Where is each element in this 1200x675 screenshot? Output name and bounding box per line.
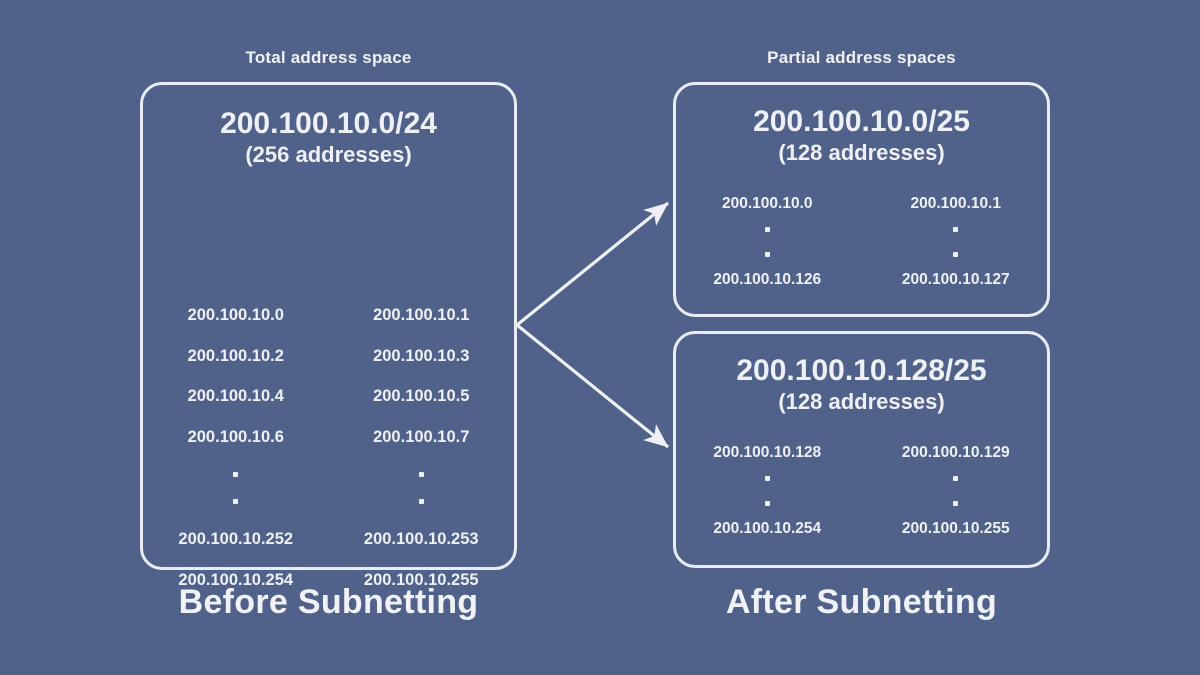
upper-address-count: (128 addresses) [778, 140, 945, 166]
ip-address: 200.100.10.255 [363, 570, 479, 589]
ip-address: 200.100.10.255 [901, 519, 1010, 537]
ip-address: 200.100.10.1 [373, 306, 470, 324]
arrow-to-upper-subnet [515, 201, 670, 327]
ip-address: 200.100.10.127 [901, 270, 1010, 288]
lower-subnet-box: 200.100.10.128/25 (128 addresses) [673, 331, 1050, 568]
lower-address-list: 200.100.10.128 200.100.10.129 200.100.10.2… [673, 445, 1050, 536]
vertical-ellipsis [764, 475, 770, 506]
upper-cidr: 200.100.10.0/25 [753, 105, 970, 138]
ip-address: 200.100.10.1 [910, 195, 1001, 212]
vertical-ellipsis [233, 472, 239, 504]
ip-address: 200.100.10.4 [187, 387, 284, 405]
ip-address: 200.100.10.254 [713, 519, 822, 537]
lower-address-count: (128 addresses) [778, 389, 945, 415]
vertical-ellipsis [953, 226, 959, 257]
ip-address: 200.100.10.252 [178, 530, 294, 548]
ip-address: 200.100.10.128 [713, 444, 822, 461]
ip-address: 200.100.10.5 [373, 387, 470, 405]
ip-address: 200.100.10.126 [713, 270, 822, 288]
upper-address-list: 200.100.10.0 200.100.10.1 200.100.10.126 20… [673, 196, 1050, 287]
vertical-ellipsis [418, 472, 424, 504]
partial-address-spaces-label: Partial address spaces [767, 48, 956, 67]
ip-address: 200.100.10.0 [721, 195, 813, 212]
total-box-title: 200.100.10.0/24 (256 addresses) [143, 107, 514, 169]
after-subnetting-caption: After Subnetting [725, 583, 998, 621]
total-address-space-box: 200.100.10.0/24 (256 addresses) 200.100.… [140, 82, 517, 588]
arrow-to-lower-subnet [515, 323, 670, 449]
vertical-ellipsis [764, 226, 770, 257]
lower-box-title: 200.100.10.128/25 (128 addresses) [676, 354, 1047, 416]
ip-address: 200.100.10.129 [901, 444, 1010, 461]
total-cidr: 200.100.10.0/24 [220, 107, 437, 140]
ip-address: 200.100.10.2 [187, 346, 284, 365]
lower-cidr: 200.100.10.128/25 [736, 354, 987, 387]
total-address-space-label: Total address space [245, 48, 412, 67]
ip-address: 200.100.10.253 [363, 530, 479, 548]
total-address-count: (256 addresses) [245, 142, 412, 168]
upper-box-title: 200.100.10.0/25 (128 addresses) [676, 105, 1047, 167]
before-subnetting-caption: Before Subnetting [178, 583, 479, 621]
upper-subnet-box: 200.100.10.0/25 (128 addresses) [673, 82, 1050, 317]
total-address-list: 200.100.10.0 200.100.10.1 200.100.10.2 200.… [143, 307, 514, 588]
ip-address: 200.100.10.0 [187, 306, 284, 324]
ip-address: 200.100.10.254 [178, 570, 294, 589]
vertical-ellipsis [953, 475, 959, 506]
ip-address: 200.100.10.6 [187, 427, 284, 446]
ip-address: 200.100.10.3 [373, 346, 470, 365]
ip-address: 200.100.10.7 [373, 427, 470, 446]
